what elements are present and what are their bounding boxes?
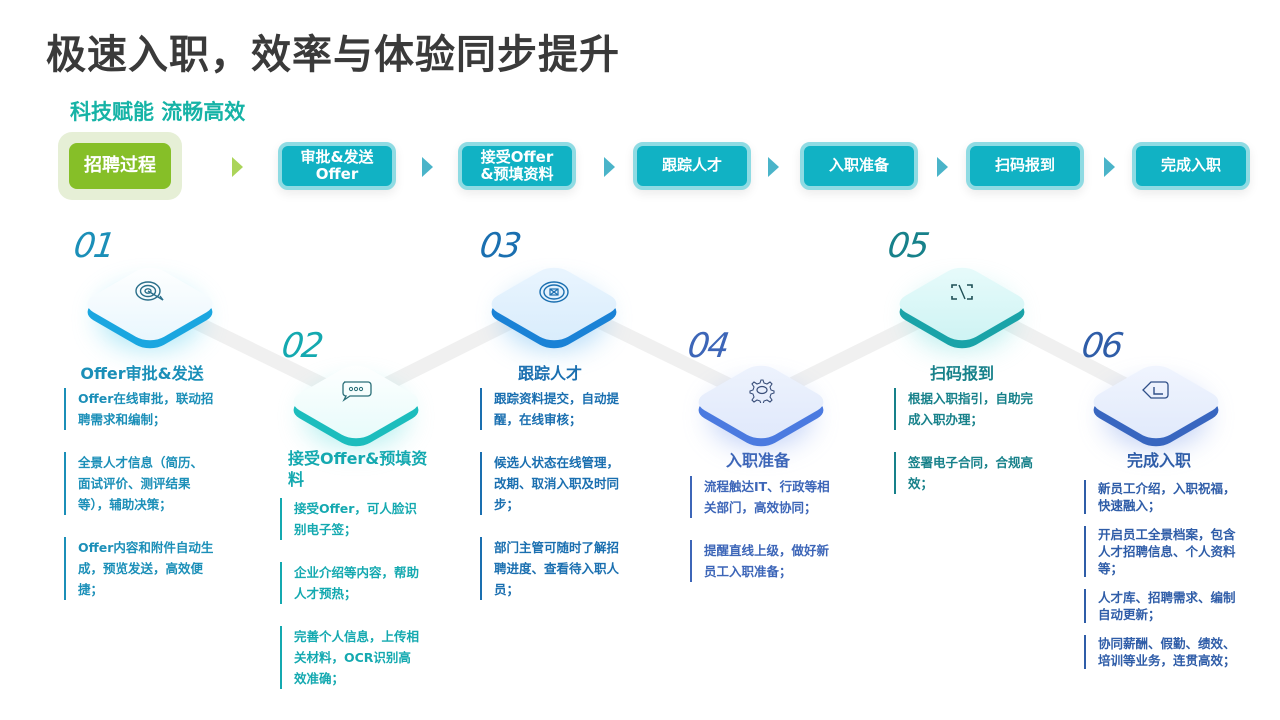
chevron-right-icon [422, 157, 433, 177]
stage-tile-1 [79, 258, 221, 354]
process-step-5: 扫码报到 [966, 142, 1084, 190]
process-step-label: 完成入职 [1160, 156, 1221, 175]
bullet-item: 开启员工全景档案，包含人才招聘信息、个人资料等； [1084, 526, 1244, 577]
page-title: 极速入职，效率与体验同步提升 [46, 32, 620, 78]
stage-bullets-3: 跟踪资料提交，自动提醒，在线审核； 候选人状态在线管理，改期、取消入职及时同步；… [480, 388, 630, 622]
bullet-item: 部门主管可随时了解招聘进度、查看待入职人员； [480, 537, 630, 600]
bullet-item: 候选人状态在线管理，改期、取消入职及时同步； [480, 452, 630, 515]
bullet-item: 新员工介绍，入职祝福，快速融入； [1084, 480, 1244, 514]
check-tag-icon [1136, 370, 1176, 410]
target-icon [130, 272, 170, 312]
process-step-6: 完成入职 [1132, 142, 1250, 190]
stage-title: Offer审批&发送 [80, 364, 204, 383]
process-step-label: 跟踪人才 [661, 156, 722, 175]
chevron-right-icon [937, 157, 948, 177]
chevron-right-icon [768, 157, 779, 177]
stage-title: 跟踪人才 [517, 364, 582, 383]
bullet-item: 签署电子合同，合规高效； [894, 452, 1034, 494]
tracking-icon [534, 272, 574, 312]
process-step-label: 审批&发送 [300, 147, 374, 166]
bullet-item: 提醒直线上级，做好新员工入职准备； [690, 540, 830, 582]
bullet-item: 协同薪酬、假勤、绩效、培训等业务，连贯高效； [1084, 635, 1244, 669]
bullet-item: 企业介绍等内容，帮助人才预热； [280, 562, 420, 604]
process-step-label: 接受Offer [480, 147, 554, 166]
process-step-label-2: Offer [315, 165, 359, 183]
bullet-item: 全景人才信息（简历、面试评价、测评结果等），辅助决策； [64, 452, 214, 515]
process-step-label: 扫码报到 [994, 156, 1055, 175]
stage-title: 接受Offer&预填资料 [288, 449, 428, 489]
bullet-item: 根据入职指引，自助完成入职办理； [894, 388, 1034, 430]
bullet-item: Offer内容和附件自动生成，预览发送，高效便捷； [64, 537, 214, 600]
stage-title: 扫码报到 [929, 364, 994, 383]
bullet-item: 接受Offer，可人脸识别电子签； [280, 498, 420, 540]
process-step-label: 入职准备 [828, 156, 889, 175]
stage-tile-2 [285, 356, 427, 452]
stage-tile-4 [690, 356, 832, 452]
bullet-item: 跟踪资料提交，自动提醒，在线审核； [480, 388, 630, 430]
stage-tile-6 [1085, 356, 1227, 452]
bullet-item: Offer在线审批，联动招聘需求和编制； [64, 388, 214, 430]
chevron-right-icon [1104, 157, 1115, 177]
page-subtitle: 科技赋能 流畅高效 [70, 100, 246, 124]
chat-bubble-icon [336, 370, 376, 410]
stage-bullets-6: 新员工介绍，入职祝福，快速融入； 开启员工全景档案，包含人才招聘信息、个人资料等… [1084, 480, 1244, 681]
process-step-2: 接受Offer&预填资料 [458, 142, 576, 190]
stage-bullets-2: 接受Offer，可人脸识别电子签； 企业介绍等内容，帮助人才预热； 完善个人信息… [280, 498, 420, 711]
bullet-item: 人才库、招聘需求、编制自动更新； [1084, 589, 1244, 623]
stage-bullets-5: 根据入职指引，自助完成入职办理； 签署电子合同，合规高效； [894, 388, 1034, 516]
scan-icon [942, 272, 982, 312]
stage-bullets-4: 流程触达IT、行政等相关部门，高效协同； 提醒直线上级，做好新员工入职准备； [690, 476, 830, 604]
process-start: 招聘过程 [58, 132, 182, 200]
chevron-right-icon [604, 157, 615, 177]
process-step-3: 跟踪人才 [633, 142, 751, 190]
stage-tile-5 [891, 258, 1033, 354]
stage-title: 入职准备 [725, 451, 790, 470]
stage-tile-3 [483, 258, 625, 354]
process-step-label-2: &预填资料 [480, 165, 554, 183]
chevron-right-icon [232, 157, 243, 177]
bullet-item: 流程触达IT、行政等相关部门，高效协同； [690, 476, 830, 518]
bullet-item: 完善个人信息，上传相关材料，OCR识别高效准确； [280, 626, 420, 689]
gear-icon [741, 370, 781, 410]
process-step-4: 入职准备 [800, 142, 918, 190]
stage-title: 完成入职 [1126, 451, 1191, 470]
stage-bullets-1: Offer在线审批，联动招聘需求和编制； 全景人才信息（简历、面试评价、测评结果… [64, 388, 214, 622]
process-start-label: 招聘过程 [69, 143, 171, 189]
